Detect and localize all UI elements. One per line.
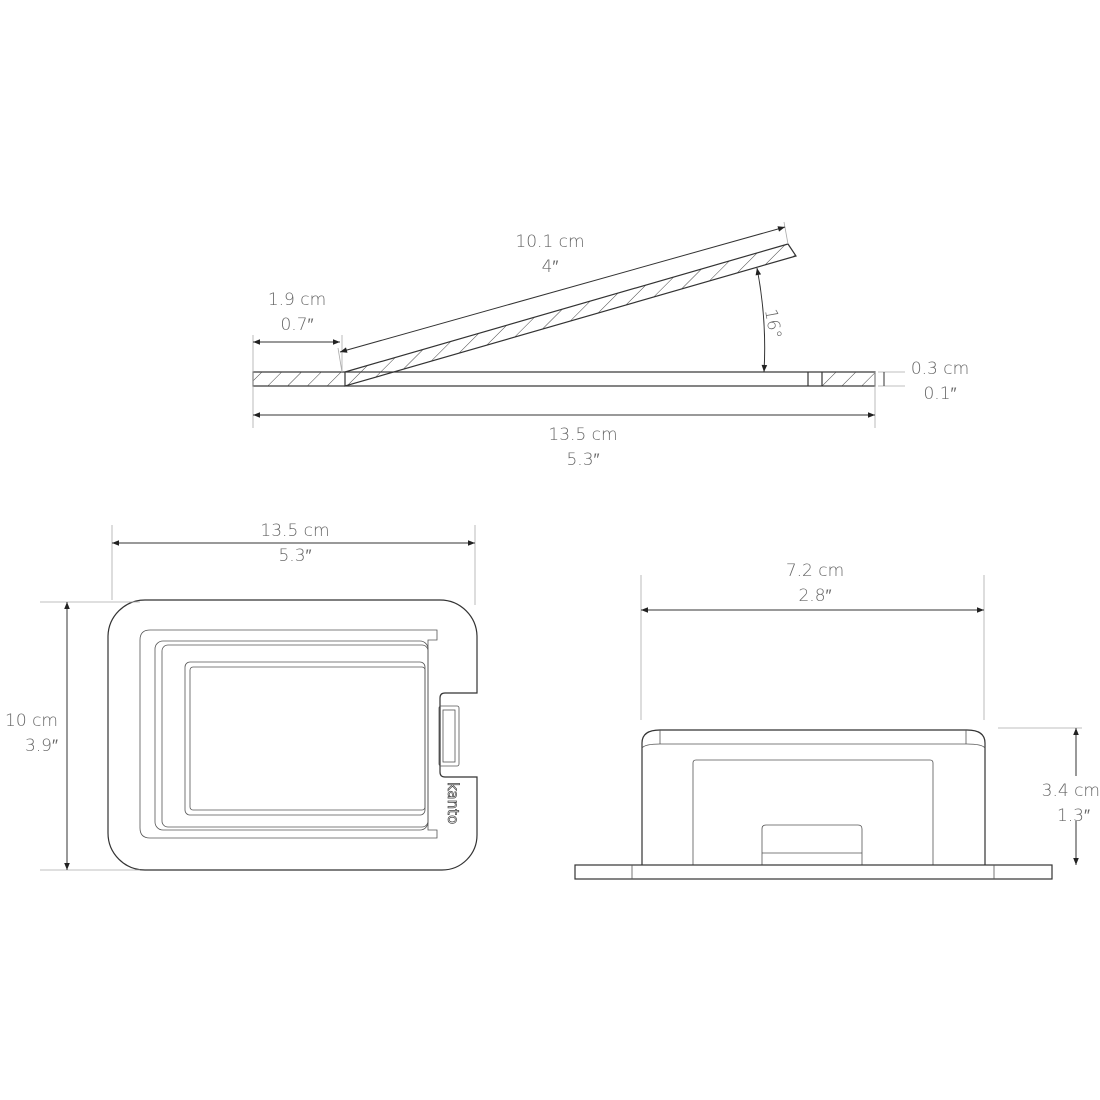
base-plate-front: [574, 864, 1053, 880]
front-width-imperial: 2.8″: [798, 586, 831, 606]
outer-outline: [107, 599, 478, 871]
top-band: [641, 743, 986, 749]
extension-line: [783, 221, 789, 245]
screen-opening: [692, 759, 934, 865]
tray-outline: [154, 640, 429, 831]
tray-inner: [161, 644, 429, 828]
width-metric: 13.5 cm: [260, 521, 329, 541]
slope-dimension-line: [339, 226, 786, 353]
length-metric: 13.5 cm: [548, 425, 617, 445]
lip-imperial: 0.7″: [280, 315, 313, 335]
height-metric: 3.4 cm: [1042, 781, 1100, 801]
angle-arc: [755, 267, 768, 373]
incline-plate: [344, 243, 797, 387]
angle-label: 16°: [760, 307, 785, 340]
length-imperial: 5.3″: [566, 450, 599, 470]
thickness-metric: 0.3 cm: [911, 359, 969, 379]
lip-metric: 1.9 cm: [268, 290, 326, 310]
body-outline: [641, 729, 986, 865]
screen-frame: [184, 661, 426, 816]
slope-imperial: 4″: [542, 257, 559, 277]
center-tab: [761, 824, 863, 865]
front-view: 7.2 cm 2.8″ 3.4 cm 1.3″: [574, 561, 1100, 880]
thickness-imperial: 0.1″: [923, 384, 956, 404]
slope-metric: 10.1 cm: [515, 232, 584, 252]
depth-imperial: 3.9″: [25, 736, 58, 756]
base-hatch-left: [253, 372, 345, 386]
tab-button-inner: [442, 709, 456, 763]
side-view: 10.1 cm 4″ 1.9 cm 0.7″ 16° 0.3 cm 0.1″ 1…: [252, 221, 969, 470]
screen-area: [189, 666, 426, 811]
depth-metric: 10 cm: [5, 711, 58, 731]
tab-button: [438, 705, 460, 767]
top-view: kanto 13.5 cm 5.3″ 10 cm 3.9″: [5, 521, 478, 871]
bezel-outline: [139, 629, 438, 839]
kanto-logo: kanto: [444, 782, 462, 824]
extension-line: [337, 347, 343, 373]
width-imperial: 5.3″: [278, 546, 311, 566]
front-width-metric: 7.2 cm: [786, 561, 844, 581]
label-background: [1035, 776, 1100, 821]
base-hatch-right: [822, 372, 875, 386]
height-imperial: 1.3″: [1057, 806, 1090, 826]
